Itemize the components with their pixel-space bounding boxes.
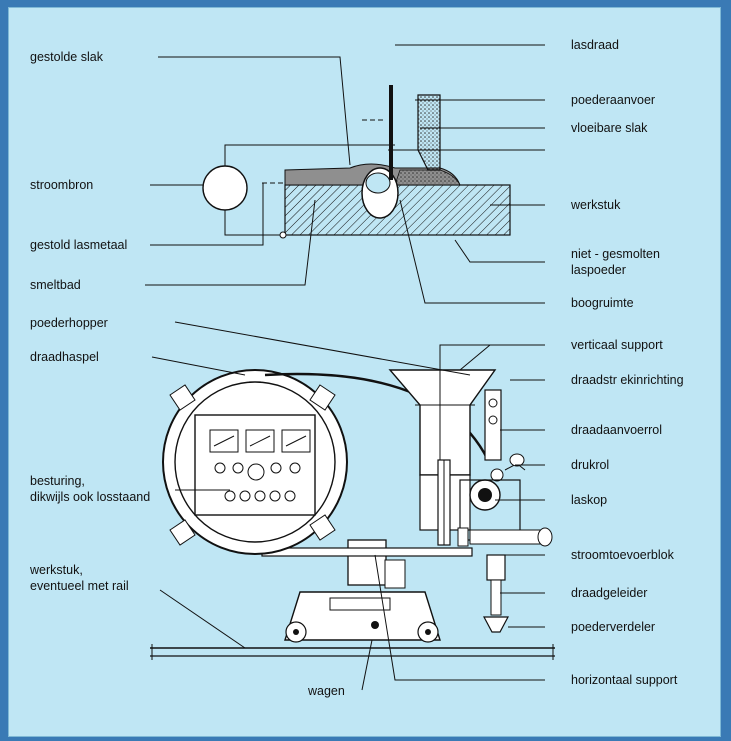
label-besturing-sub: dikwijls ook losstaand [30,490,150,504]
label-lasdraad: lasdraad [571,38,619,52]
label-poederverdeler: poederverdeler [571,620,655,634]
label-verticaal-support: verticaal support [571,338,663,352]
power-source [202,165,248,211]
label-laspoeder: laspoeder [571,263,626,277]
label-wagen: wagen [307,684,345,698]
wire-guide [490,579,502,616]
label-niet-gesmolten: niet - gesmolten [571,247,660,261]
current-contact-block [486,554,506,581]
weld-detail [202,85,511,239]
powder-distributor [483,616,509,633]
label-poederaanvoer: poederaanvoer [571,93,655,107]
label-drukrol: drukrol [571,458,609,472]
label-smeltbad: smeltbad [30,278,81,292]
label-horizontaal-support: horizontaal support [571,673,678,687]
label-laskop: laskop [571,493,607,507]
label-besturing: besturing, [30,474,85,488]
powder-feed-tube [417,94,441,171]
label-draadgeleider: draadgeleider [571,586,647,600]
label-stroomtoevoerblok: stroomtoevoerblok [571,548,675,562]
label-werkstuk-rail-sub: eventueel met rail [30,579,129,593]
label-gestold-lasmetaal: gestold lasmetaal [30,238,127,252]
label-vloeibare-slak: vloeibare slak [571,121,648,135]
label-boogruimte: boogruimte [571,296,634,310]
label-draadstrekinrichting: draadstr ekinrichting [571,373,684,387]
arc-space [365,172,391,194]
powder-hopper [388,369,497,476]
welding-wire [389,85,393,180]
label-gestolde-slak: gestolde slak [30,50,104,64]
welding-machine [150,369,555,660]
label-draadaanvoerrol: draadaanvoerrol [571,423,662,437]
label-werkstuk-rail: werkstuk, [29,563,83,577]
label-poederhopper: poederhopper [30,316,108,330]
horizontal-support-block [347,539,387,586]
wire-straightener [484,389,502,461]
label-werkstuk: werkstuk [570,198,621,212]
leader-lines [145,44,545,691]
unmelted-powder [394,169,461,186]
label-stroombron: stroombron [30,178,93,192]
label-draadhaspel: draadhaspel [30,350,99,364]
